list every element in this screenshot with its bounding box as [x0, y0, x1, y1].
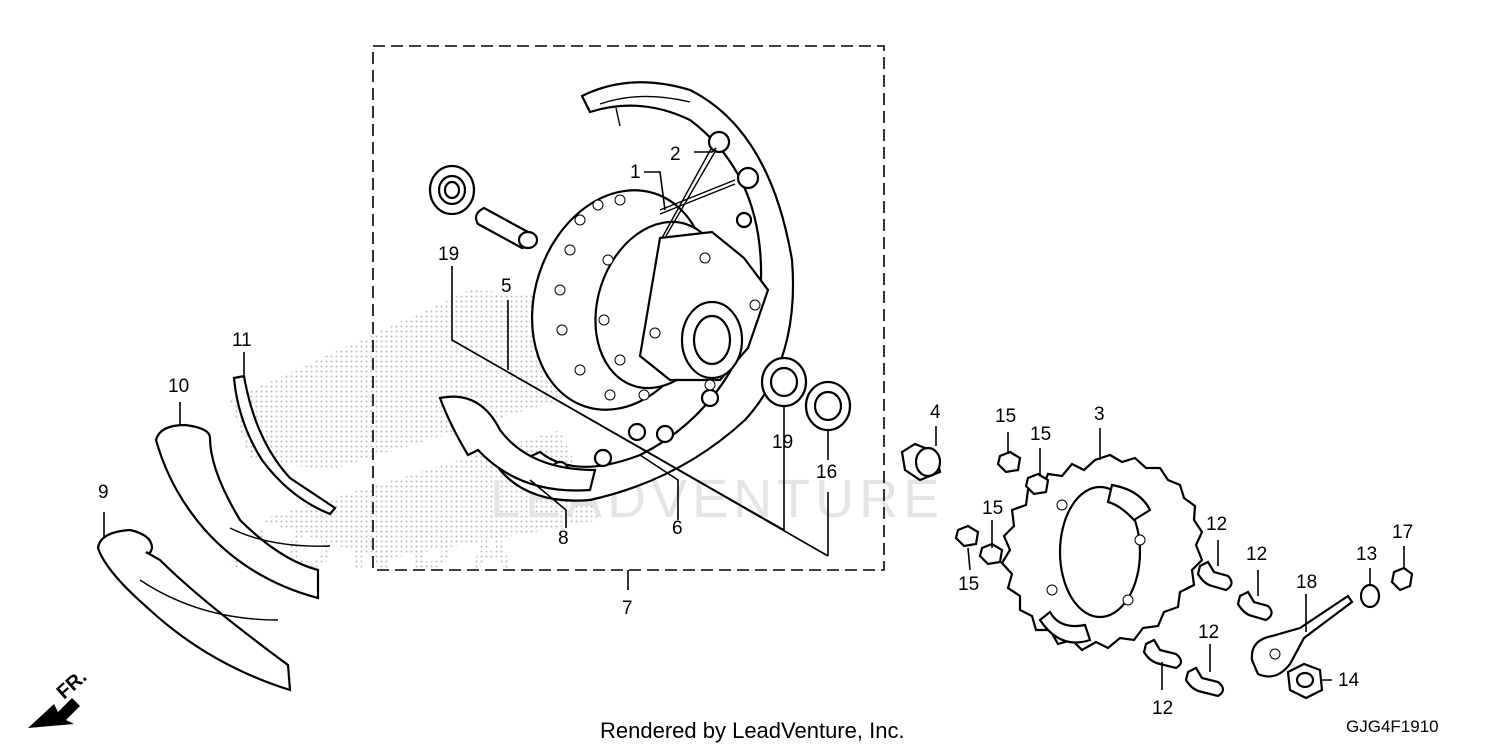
- callout-3: 3: [1094, 404, 1105, 425]
- callout-12-c: 12: [1198, 622, 1219, 643]
- wheel-assembly-box: [372, 45, 885, 571]
- credit-text: Rendered by LeadVenture, Inc.: [600, 718, 905, 743]
- tire: [96, 528, 292, 692]
- callout-6: 6: [672, 518, 683, 539]
- callout-10: 10: [168, 376, 189, 397]
- bearing-right-a: [760, 356, 808, 408]
- bolt-12-c: [1142, 638, 1183, 670]
- diagram-code: GJG4F1910: [1346, 717, 1439, 736]
- callout-12-b: 12: [1246, 544, 1267, 565]
- nut-17: [1390, 566, 1414, 592]
- front-marker-label: FR.: [53, 666, 92, 704]
- bearing-right-b: [804, 380, 852, 432]
- nut-15-a: [996, 450, 1022, 474]
- leader-lines: [103, 147, 1405, 690]
- rim-band-segment: [438, 395, 597, 492]
- callout-15-c: 15: [982, 498, 1003, 519]
- nut-15-c: [954, 524, 980, 548]
- callout-7: 7: [622, 598, 633, 619]
- callout-5: 5: [501, 276, 512, 297]
- callout-16: 16: [816, 462, 837, 483]
- callout-4: 4: [930, 402, 941, 423]
- callout-19-left: 19: [438, 244, 459, 265]
- callout-18: 18: [1296, 572, 1317, 593]
- callout-1: 1: [630, 162, 641, 183]
- spoke-inner: [661, 146, 717, 239]
- callout-19-right: 19: [772, 432, 793, 453]
- tube: [154, 423, 331, 600]
- callout-15-b: 15: [1030, 424, 1051, 445]
- callout-12-a: 12: [1206, 514, 1227, 535]
- callout-11: 11: [232, 330, 252, 351]
- wheel-hub: [530, 189, 770, 411]
- spoke-outer: [659, 179, 736, 215]
- callout-8: 8: [558, 528, 569, 549]
- distance-collar: [474, 206, 539, 250]
- callout-15-d: 15: [958, 574, 979, 595]
- callout-9: 9: [98, 482, 109, 503]
- bolt-12-d: [1184, 666, 1225, 698]
- bolt-12-a: [1196, 560, 1233, 592]
- callout-13: 13: [1356, 544, 1377, 565]
- callout-2: 2: [670, 144, 681, 165]
- callout-14: 14: [1338, 670, 1360, 691]
- bolt-12-b: [1236, 590, 1273, 622]
- washer-13: [1359, 583, 1381, 609]
- callout-15-a: 15: [995, 406, 1016, 427]
- rim-band: [232, 374, 337, 516]
- chain-adjuster: [1250, 594, 1354, 678]
- nut-14: [1286, 662, 1324, 700]
- side-collar: [900, 442, 942, 482]
- callout-17: 17: [1392, 522, 1413, 543]
- driven-sprocket: [1000, 453, 1204, 652]
- nut-15-b: [1024, 472, 1050, 496]
- nut-15-d: [978, 542, 1004, 566]
- callout-12-d: 12: [1152, 698, 1173, 719]
- bearing-left: [428, 164, 476, 216]
- front-arrow: [28, 698, 80, 728]
